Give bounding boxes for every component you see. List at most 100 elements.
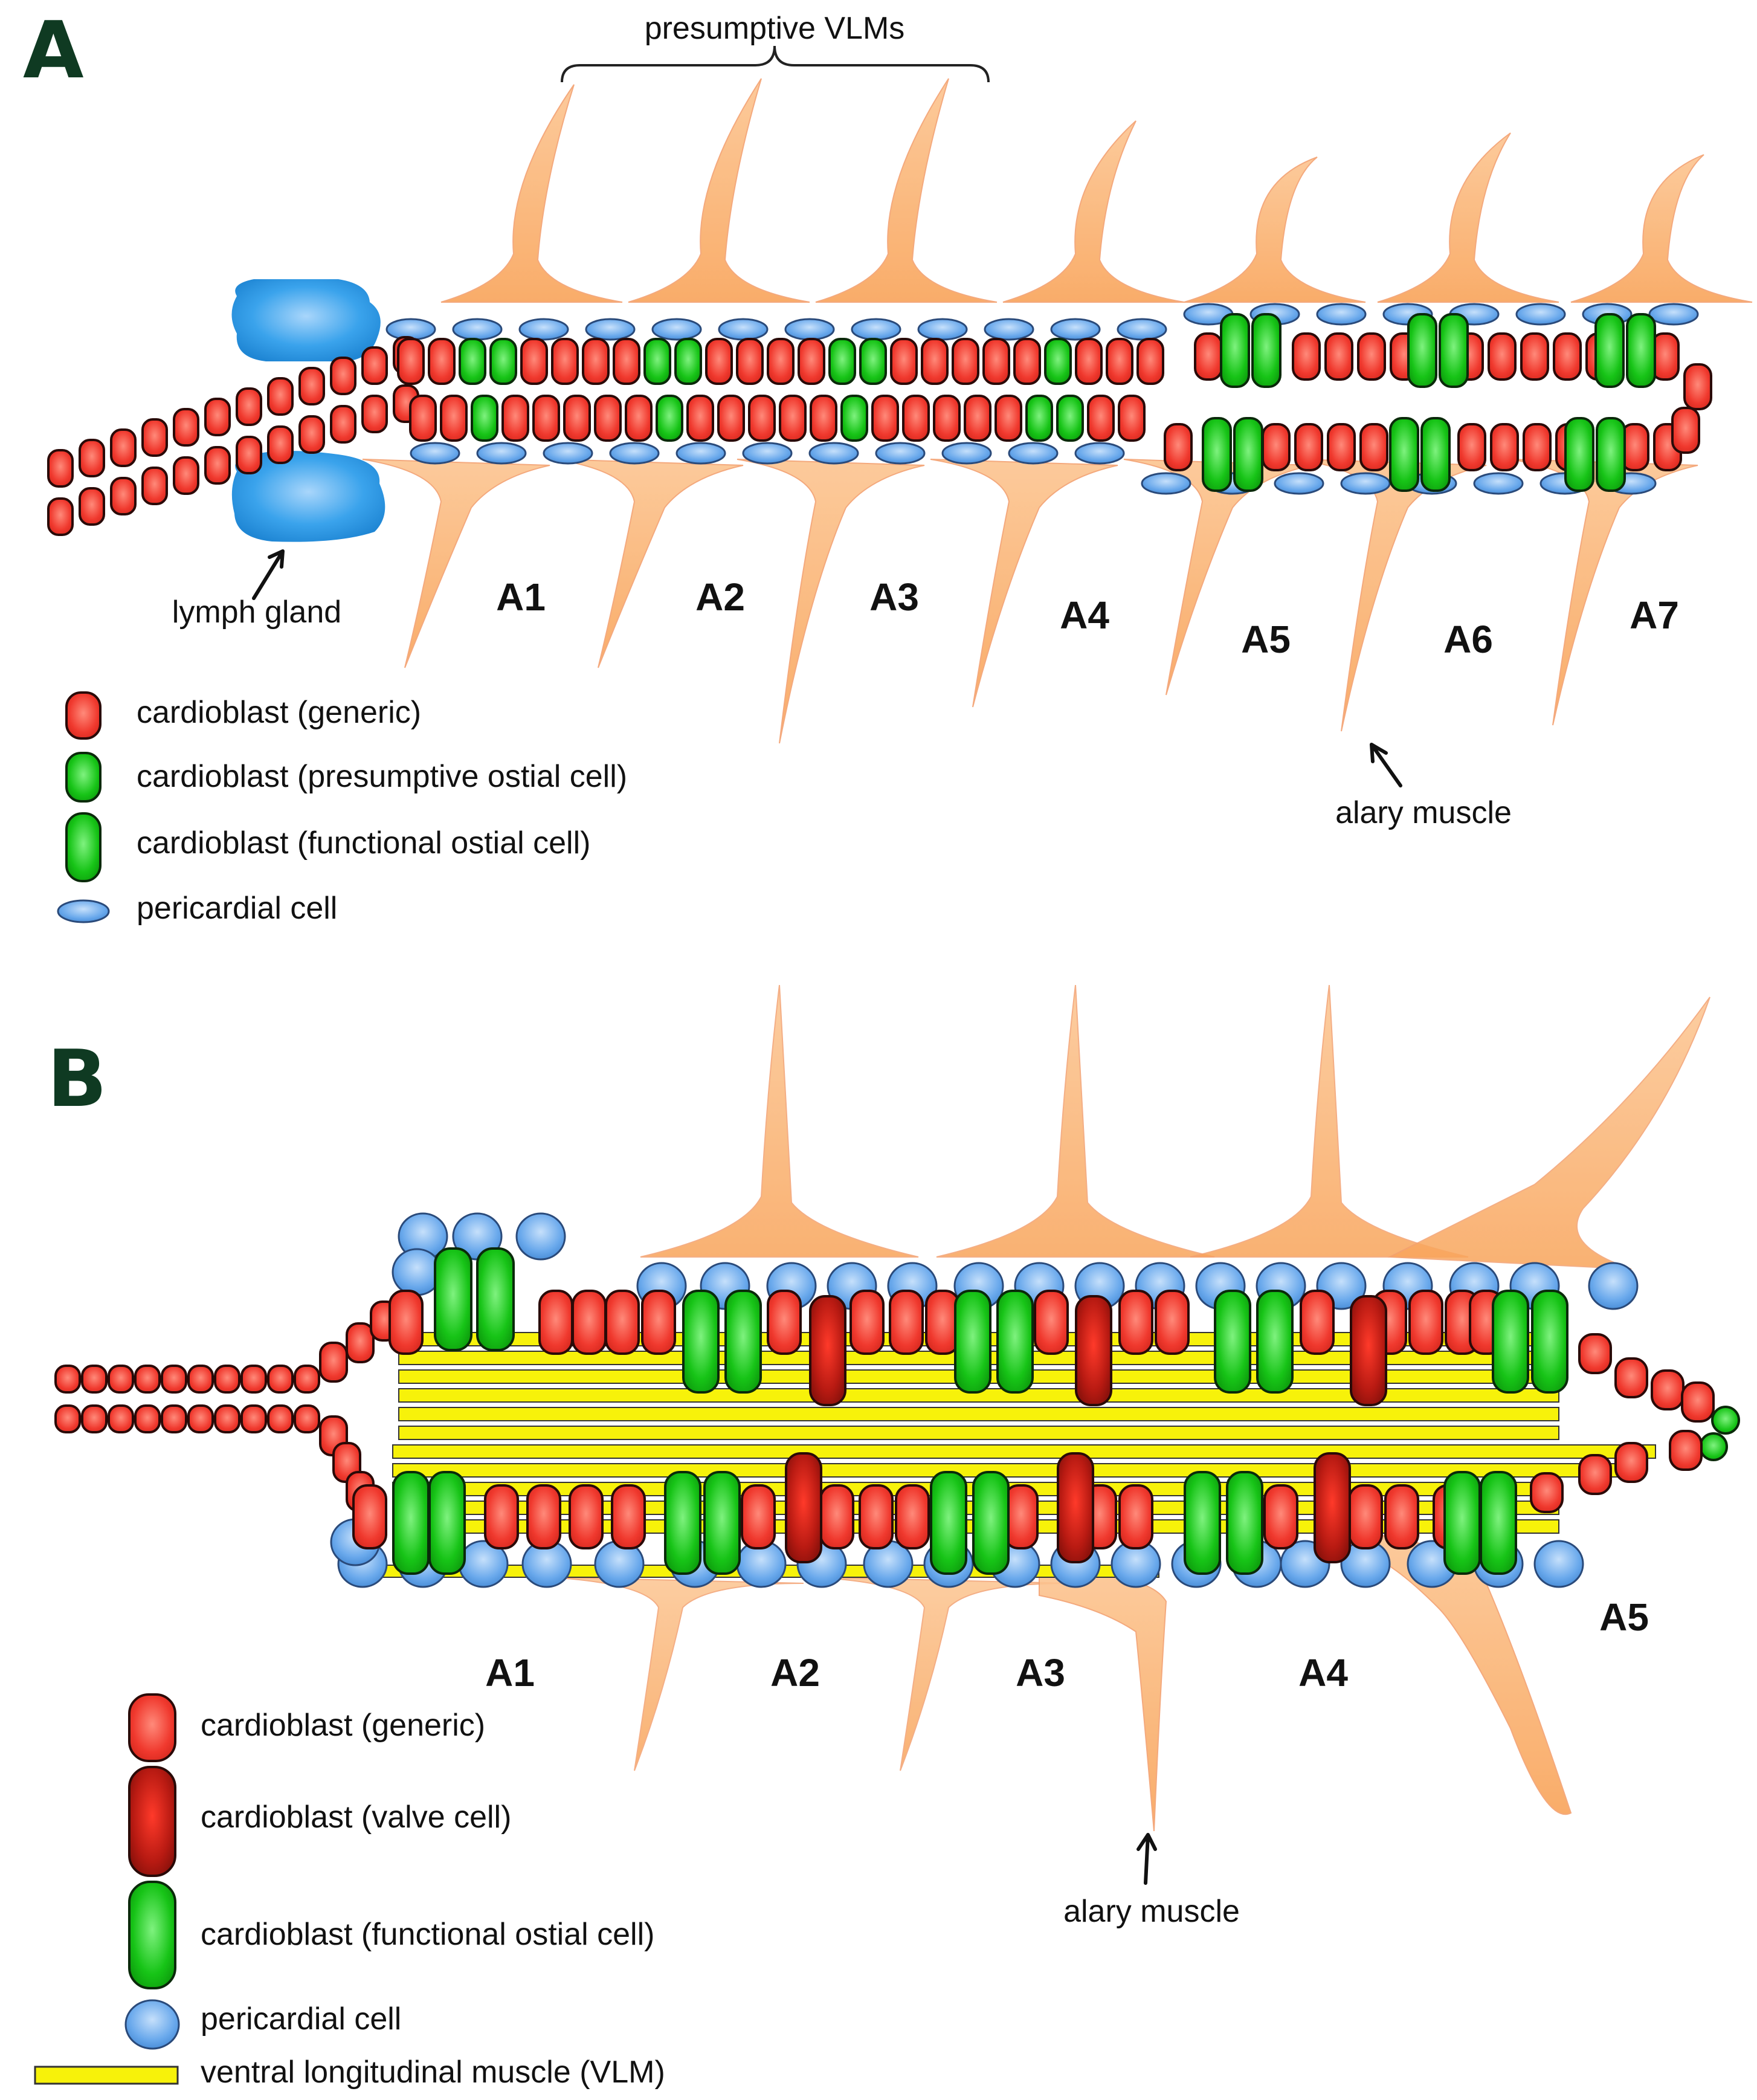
cardioblast-generic-a [594,395,622,442]
lower-muscle-b [1039,1570,1167,1832]
cardioblast-functional-ostial-b [664,1471,701,1575]
presumptive-vlm-bracket [561,45,990,83]
legend-b-label-3: cardioblast (functional ostial cell) [201,1917,654,1952]
cardioblast-functional-ostial-b [954,1290,991,1394]
cardioblast-valve-b [1075,1295,1112,1406]
cardioblast-generic-a [810,395,837,442]
pericardial-cell-a [875,442,926,465]
cardioblast-generic-b [1155,1290,1190,1355]
cardioblast-functional-ostial-a [1439,313,1469,388]
legend-a-item-functional-ostial: cardioblast (functional ostial cell) [65,812,590,882]
lower-muscle-a [1298,459,1487,732]
lower-muscle-a [1123,459,1312,696]
segment-label-b: A5 [1599,1595,1649,1639]
legend-b: cardioblast (generic) cardioblast (valve… [34,1693,665,2090]
cardioblast-generic-b [1408,1290,1443,1355]
cardioblast-generic-a [361,395,388,433]
cardioblast-generic-a [933,395,961,442]
legend-a-item-generic: cardioblast (generic) [65,691,421,740]
cardioblast-generic-a [409,395,437,442]
cardioblast-functional-ostial-a [1220,313,1250,388]
cardioblast-generic-a [1523,423,1552,471]
pericardial-cell-a [808,442,859,465]
cardioblast-generic-b [1300,1290,1335,1355]
cardioblast-functional-ostial-a [1407,313,1437,388]
legend-a: cardioblast (generic) cardioblast (presu… [57,691,627,926]
legend-b-item-pericardial: pericardial cell [124,1999,401,2050]
cardioblast-generic-b [1263,1484,1298,1549]
legend-b-label-2: cardioblast (valve cell) [201,1800,511,1835]
cardioblast-generic-a [1262,423,1291,471]
cardioblast-generic-b [611,1484,646,1549]
cardioblast-generic-a [330,405,356,444]
cardioblast-generic-a [440,395,468,442]
lower-muscle-a [930,459,1118,708]
cardioblast-generic-a [563,395,591,442]
cardioblast-generic-b [108,1404,134,1433]
cardioblast-generic-a [1324,332,1353,381]
cardioblast-generic-b [267,1404,294,1433]
pericardial-cell-b [1588,1262,1639,1310]
cardioblast-functional-ostial-b [392,1471,430,1575]
cardioblast-generic-a [267,377,294,416]
lymph-gland-arrow [252,549,285,600]
cardioblast-generic-b [240,1404,267,1433]
cardioblast-valve-b [1350,1295,1387,1406]
cardioblast-generic-a [501,395,529,442]
cardioblast-generic-a [1292,332,1321,381]
cardioblast-generic-b [294,1404,320,1433]
cardioblast-generic-b [267,1365,294,1394]
cardioblast-presumptive-ostial-a [1044,338,1072,385]
cardioblast-generic-b [346,1322,375,1363]
cardioblast-presumptive-ostial-a [459,338,486,385]
cardioblast-presumptive-ostial-a [859,338,887,385]
pericardial-cell-a [675,442,726,465]
cardioblast-generic-a [520,338,548,385]
legend-b-item-functional-ostial: cardioblast (functional ostial cell) [128,1881,654,1989]
cardioblast-generic-a [1118,395,1146,442]
pericardial-cell-a [1515,303,1566,326]
cardioblast-generic-b [889,1290,924,1355]
cardioblast-generic-b [81,1365,108,1394]
cardioblast-generic-b [605,1290,640,1355]
pericardial-cell-a [941,442,992,465]
cardioblast-generic-a [361,346,388,385]
pericardial-cell-a [784,318,835,341]
cardioblast-generic-b [819,1484,854,1549]
segment-label-a: A7 [1630,593,1679,637]
cardioblast-generic-a [204,398,231,436]
legend-a-label-3: cardioblast (functional ostial cell) [137,825,590,861]
pericardial-cell-a [917,318,968,341]
cardioblast-generic-a [298,367,325,405]
cardioblast-generic-a [705,338,733,385]
legend-a-label-2: cardioblast (presumptive ostial cell) [137,759,627,794]
legend-b-item-vlm: ventral longitudinal muscle (VLM) [34,2055,665,2090]
cardioblast-generic-b [161,1404,187,1433]
segment-label-a: A2 [695,575,745,619]
lower-muscle-a [737,459,925,744]
heart-tube-a [47,303,1712,536]
upper-muscle-a [1184,157,1366,303]
cardioblast-generic-a [964,395,991,442]
pericardial-cell-b [515,1212,566,1261]
cardioblast-functional-ostial-b [724,1290,762,1394]
cardioblast-functional-ostial-b [972,1471,1010,1575]
pericardial-cell-a [718,318,769,341]
cardioblast-generic-b [767,1290,802,1355]
cardioblast-generic-a [110,428,137,467]
pericardial-cell-a [1074,442,1125,465]
lower-muscle-b [549,1577,804,1771]
cardioblast-functional-ostial-b [428,1471,466,1575]
cardioblast-generic-a [871,395,899,442]
pericardial-cell-a [1340,472,1391,495]
presumptive-vlms-label: presumptive VLMs [645,11,905,46]
cardioblast-generic-a [1359,423,1388,471]
cardioblast-functional-ostial-b [930,1471,967,1575]
vlm-bar [398,1426,1559,1440]
lower-muscle-a [1510,459,1698,726]
cardioblast-generic-b [54,1365,81,1394]
cardioblast-functional-ostial-b [1492,1290,1529,1394]
cardioblast-generic-a [995,395,1022,442]
